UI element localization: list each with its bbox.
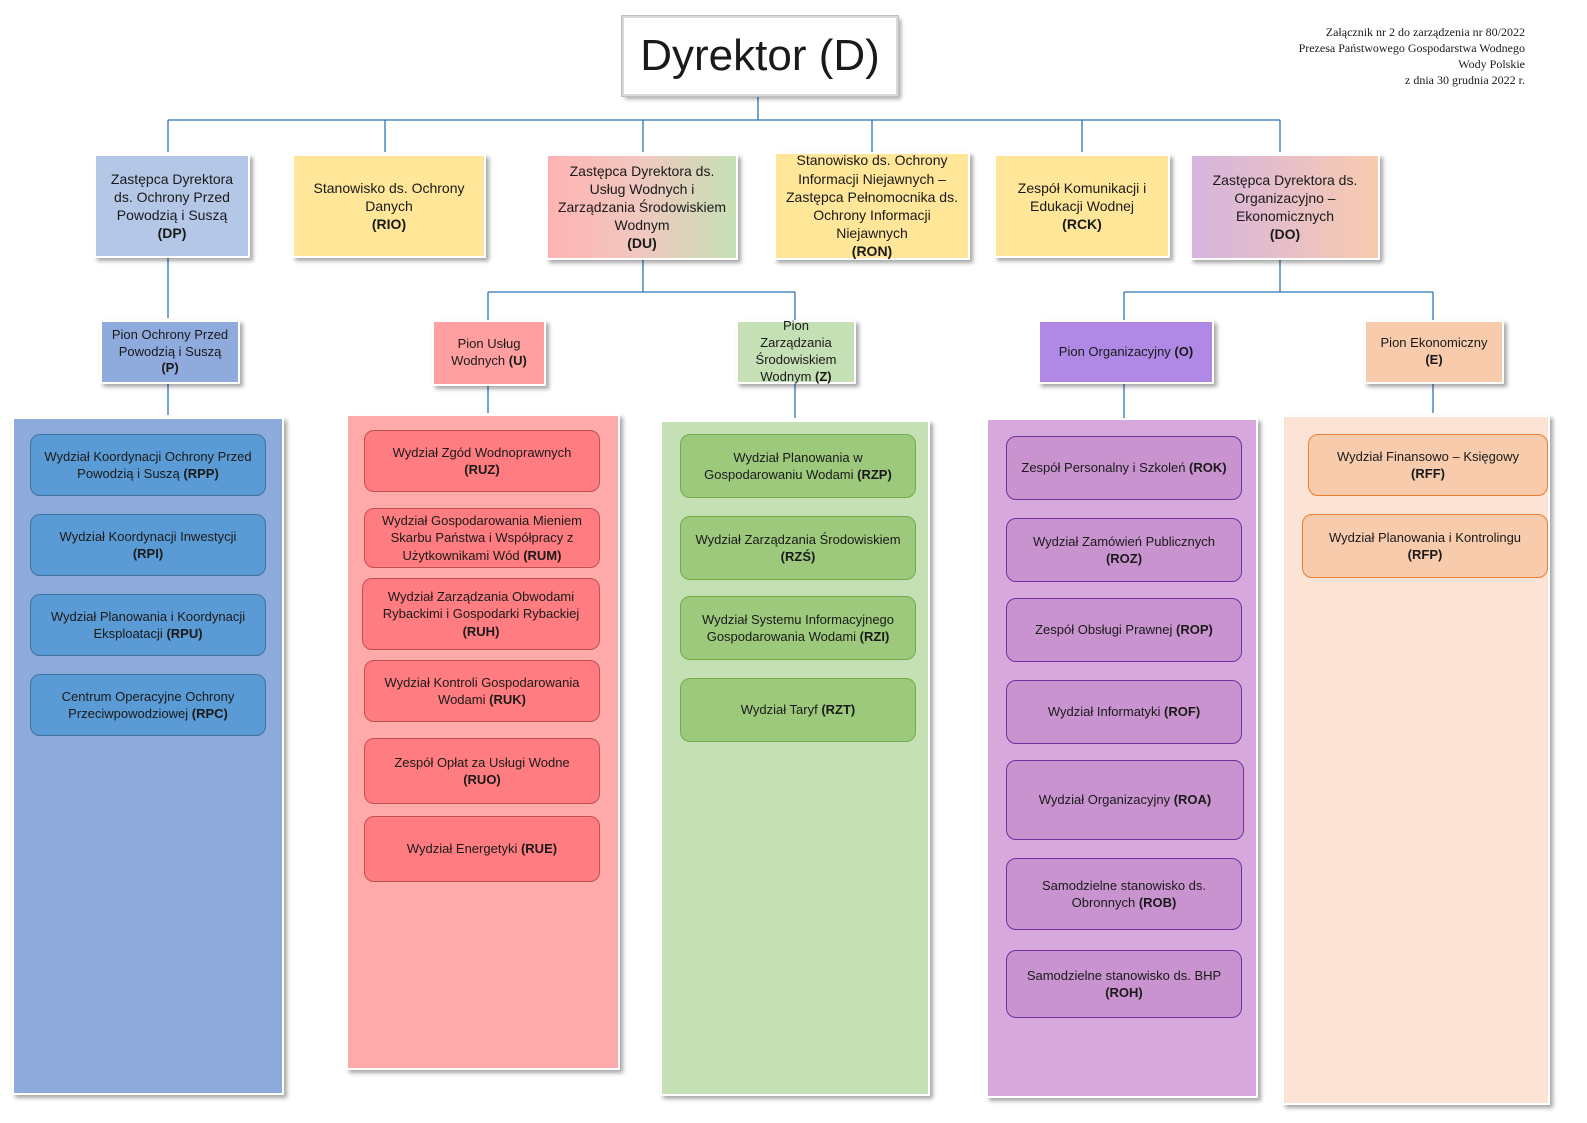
unit-roz: Wydział Zamówień Publicznych(ROZ) [1006,518,1242,582]
unit-rzt: Wydział Taryf (RZT) [680,678,916,742]
unit-rzi: Wydział Systemu Informacyjnego Gospodaro… [680,596,916,660]
unit-ruo-text: Zespół Opłat za Usługi Wodne(RUO) [394,754,570,787]
unit-rff-text: Wydział Finansowo – Księgowy(RFF) [1337,448,1519,481]
box-rio-text: Stanowisko ds. Ochrony Danych [313,179,465,214]
unit-rue-text: Wydział Energetyki (RUE) [406,841,558,857]
box-du-code: (DU) [627,235,657,252]
annex-note: Załącznik nr 2 do zarządzenia nr 80/2022… [1299,24,1525,88]
unit-rzp-text: Wydział Planowania w Gospodarowaniu Woda… [704,449,892,482]
unit-roh-text: Samodzielne stanowisko ds. BHP(ROH) [1026,967,1222,1000]
pion-u-text: Pion Usług Wodnych (U) [451,336,527,368]
unit-rob: Samodzielne stanowisko ds. Obronnych (RO… [1006,858,1242,930]
director-label: Dyrektor (D) [640,31,880,80]
unit-ruk: Wydział Kontroli Gospodarowania Wodami (… [364,660,600,722]
unit-ruk-text: Wydział Kontroli Gospodarowania Wodami (… [384,674,580,707]
unit-roa: Wydział Organizacyjny (ROA) [1006,760,1244,840]
pion-z: Pion Zarządzania Środowiskiem Wodnym (Z) [736,318,856,384]
unit-ruz-text: Wydział Zgód Wodnoprawnych(RUZ) [392,444,572,477]
unit-rzs: Wydział Zarządzania Środowiskiem(RZŚ) [680,516,916,580]
unit-rpi: Wydział Koordynacji Inwestycji(RPI) [30,514,266,576]
box-rio-code: (RIO) [371,216,407,233]
annex-line-4: z dnia 30 grudnia 2022 r. [1405,73,1525,87]
box-do: Zastępca Dyrektora ds. Organizacyjno – E… [1190,154,1380,260]
unit-rzt-text: Wydział Taryf (RZT) [740,702,856,718]
unit-ruz: Wydział Zgód Wodnoprawnych(RUZ) [364,430,600,492]
unit-rfp-text: Wydział Planowania i Kontrolingu(RFP) [1328,529,1522,562]
box-do-code: (DO) [1269,226,1301,243]
unit-ruo: Zespół Opłat za Usługi Wodne(RUO) [364,738,600,804]
box-dp-code: (DP) [157,225,187,242]
pion-e: Pion Ekonomiczny(E) [1364,320,1504,384]
unit-roa-text: Wydział Organizacyjny (ROA) [1038,792,1212,808]
box-du-text: Zastępca Dyrektora ds. Usług Wodnych i Z… [557,162,727,234]
annex-line-3: Wody Polskie [1458,57,1525,71]
box-du: Zastępca Dyrektora ds. Usług Wodnych i Z… [546,154,738,260]
unit-rop: Zespół Obsługi Prawnej (ROP) [1006,598,1242,662]
unit-rop-text: Zespół Obsługi Prawnej (ROP) [1035,622,1213,638]
unit-rof: Wydział Informatyki (ROF) [1006,680,1242,744]
box-ron-code: (RON) [851,243,893,260]
annex-line-1: Załącznik nr 2 do zarządzenia nr 80/2022 [1325,25,1525,39]
director-box: Dyrektor (D) [621,15,899,97]
unit-rof-text: Wydział Informatyki (ROF) [1047,704,1201,720]
unit-rob-text: Samodzielne stanowisko ds. Obronnych (RO… [1041,877,1207,910]
unit-rfp: Wydział Planowania i Kontrolingu(RFP) [1302,514,1548,578]
unit-rok: Zespół Personalny i Szkoleń (ROK) [1006,436,1242,500]
unit-rpp-text: Wydział Koordynacji Ochrony Przed Powodz… [44,448,252,481]
pion-o: Pion Organizacyjny (O) [1038,320,1214,384]
unit-rpc-text: Centrum Operacyjne Ochrony Przeciwpowodz… [61,688,235,721]
pion-z-text: Pion Zarządzania Środowiskiem Wodnym (Z) [755,318,837,384]
unit-rpi-text: Wydział Koordynacji Inwestycji(RPI) [59,528,237,561]
pion-p: Pion Ochrony Przed Powodzią i Suszą (P) [100,320,240,384]
unit-rzp: Wydział Planowania w Gospodarowaniu Woda… [680,434,916,498]
unit-rpu: Wydział Planowania i Koordynacji Eksploa… [30,594,266,656]
unit-ruh: Wydział Zarządzania Obwodami Rybackimi i… [362,578,600,650]
unit-ruh-text: Wydział Zarządzania Obwodami Rybackimi i… [382,589,580,639]
box-rck-text: Zespół Komunikacji i Edukacji Wodnej [1017,179,1147,214]
unit-rum: Wydział Gospodarowania Mieniem Skarbu Pa… [364,508,600,568]
unit-rzi-text: Wydział Systemu Informacyjnego Gospodaro… [701,611,895,644]
pion-e-text: Pion Ekonomiczny(E) [1380,335,1488,367]
unit-roh: Samodzielne stanowisko ds. BHP(ROH) [1006,950,1242,1018]
unit-rff: Wydział Finansowo – Księgowy(RFF) [1308,434,1548,496]
box-do-text: Zastępca Dyrektora ds. Organizacyjno – E… [1212,171,1358,224]
unit-rok-text: Zespół Personalny i Szkoleń (ROK) [1021,460,1227,476]
box-dp-text: Zastępca Dyrektora ds. Ochrony Przed Pow… [110,170,234,223]
annex-line-2: Prezesa Państwowego Gospodarstwa Wodnego [1298,41,1525,55]
box-rck: Zespół Komunikacji i Edukacji Wodnej (RC… [994,154,1170,258]
unit-rum-text: Wydział Gospodarowania Mieniem Skarbu Pa… [381,513,583,563]
box-rio: Stanowisko ds. Ochrony Danych (RIO) [292,154,486,258]
pion-o-text: Pion Organizacyjny (O) [1058,343,1194,359]
unit-roz-text: Wydział Zamówień Publicznych(ROZ) [1033,533,1215,566]
unit-rpp: Wydział Koordynacji Ochrony Przed Powodz… [30,434,266,496]
box-dp: Zastępca Dyrektora ds. Ochrony Przed Pow… [94,154,250,258]
box-ron-text: Stanowisko ds. Ochrony Informacji Niejaw… [786,152,958,242]
unit-rpc: Centrum Operacyjne Ochrony Przeciwpowodz… [30,674,266,736]
unit-rue: Wydział Energetyki (RUE) [364,816,600,882]
box-rck-code: (RCK) [1062,216,1102,233]
unit-rpu-text: Wydział Planowania i Koordynacji Eksploa… [50,608,246,641]
unit-rzs-text: Wydział Zarządzania Środowiskiem(RZŚ) [695,531,901,564]
pion-u: Pion Usług Wodnych (U) [432,320,546,386]
pion-p-text: Pion Ochrony Przed Powodzią i Suszą (P) [111,326,229,376]
box-ron: Stanowisko ds. Ochrony Informacji Niejaw… [774,152,970,260]
